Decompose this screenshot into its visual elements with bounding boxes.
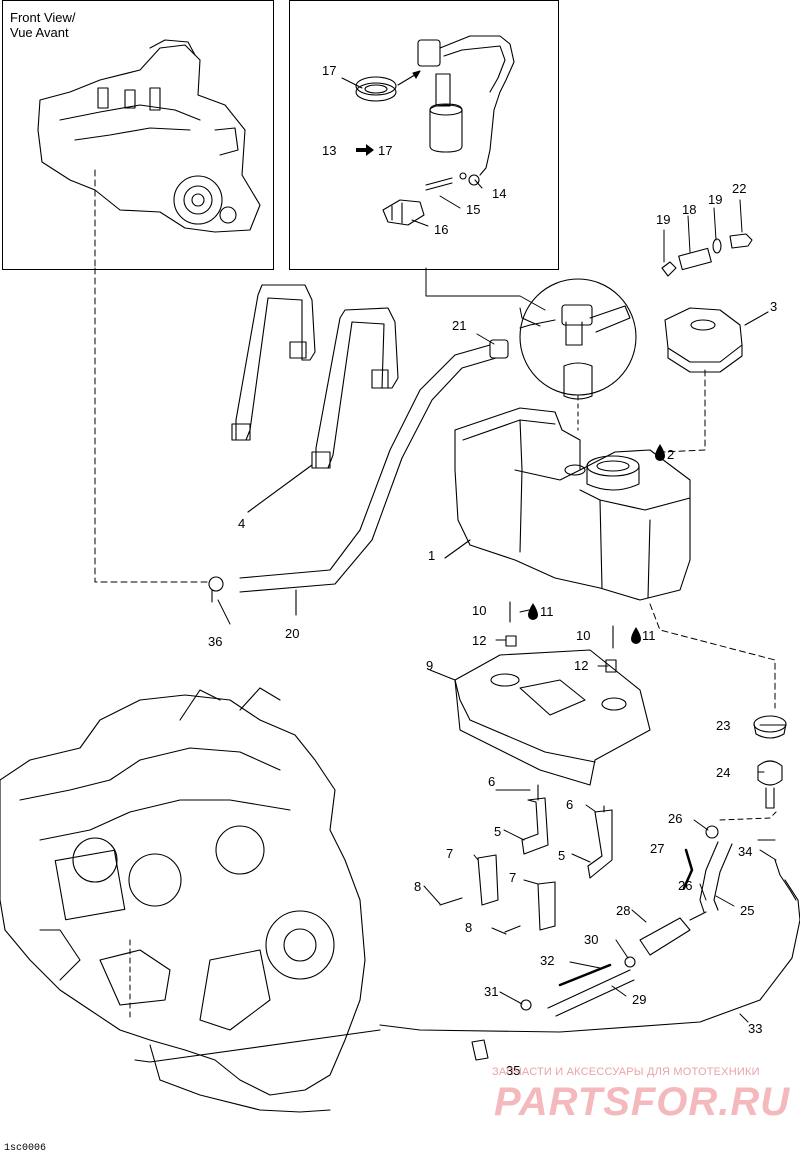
callout-6a: 6 [488,774,495,789]
front-view-inset: Front View/ Vue Avant [2,0,274,270]
watermark-brand: PARTSFOR.RU [494,1080,791,1124]
callout-19a: 19 [656,212,670,227]
callout-27: 27 [650,841,664,856]
drop-icon-11b [631,627,641,644]
front-view-label-line1: Front View/ [10,10,76,25]
callout-12a: 12 [472,633,486,648]
front-view-engine-drawing [37,39,261,269]
callout-26b: 26 [678,878,692,893]
callout-21: 21 [452,318,466,333]
callout-9: 9 [426,658,433,673]
callout-26a: 26 [668,811,682,826]
tank-support-drawing [429,601,776,786]
callout-32: 32 [540,953,554,968]
callout-35: 35 [506,1063,520,1078]
callout-11a: 11 [540,604,554,619]
callout-8b: 8 [465,920,472,935]
tank-strap-drawing [231,284,399,513]
fuel-line-drawing [134,715,800,1063]
leader-lines [217,77,787,1023]
drop-icon-2 [655,444,665,461]
callout-8a: 8 [414,879,421,894]
callout-3: 3 [770,299,777,314]
callout-19b: 19 [708,192,722,207]
callout-33: 33 [748,1021,762,1036]
callout-13: 13 [322,143,336,158]
callout-34: 34 [738,844,752,859]
callout-4: 4 [238,516,245,531]
callout-12b: 12 [574,658,588,673]
callout-11b: 11 [642,628,656,643]
callout-36: 36 [208,634,222,649]
tank-cap-drawing [661,307,769,453]
callout-14: 14 [492,186,506,201]
watermark-tagline: ЗАПЧАСТИ И АКСЕССУАРЫ ДЛЯ МОТОТЕХНИКИ [492,1066,760,1078]
sender-detail-drawing [355,35,546,311]
callout-17: 17 [322,63,336,78]
callout-18: 18 [682,202,696,217]
fuel-tank-drawing [444,407,691,601]
front-view-label-line2: Vue Avant [10,25,69,40]
callout-22: 22 [732,181,746,196]
callout-7a: 7 [446,846,453,861]
callout-31: 31 [484,984,498,999]
callout-30: 30 [584,932,598,947]
callout-24: 24 [716,765,730,780]
callout-20: 20 [285,626,299,641]
drop-icon-11a [528,603,538,620]
callout-28: 28 [616,903,630,918]
document-id: 1sc0006 [4,1143,47,1154]
callout-29: 29 [632,992,646,1007]
callout-6b: 6 [566,797,573,812]
callout-10b: 10 [576,628,590,643]
callout-labels: 1 2 3 4 5 5 6 6 7 7 8 8 9 10 10 11 11 12… [208,63,777,1078]
callout-15: 15 [466,202,480,217]
callout-16: 16 [434,222,448,237]
callout-25: 25 [740,903,754,918]
callout-1: 1 [428,548,435,563]
front-view-label: Front View/ Vue Avant [10,10,76,40]
callout-13-to: 17 [378,143,392,158]
callout-2: 2 [667,447,674,462]
vent-hose-drawing [94,267,509,616]
callout-7b: 7 [509,870,516,885]
callout-10a: 10 [472,603,486,618]
breather-line-drawing [661,233,753,277]
main-engine-drawing [0,687,366,1113]
callout-5a: 5 [494,824,501,839]
sender-circle-drawing [519,278,637,431]
arrow-13-to-17-icon [356,144,374,156]
brackets-drawing [439,784,613,933]
callout-5b: 5 [558,848,565,863]
callout-23: 23 [716,718,730,733]
